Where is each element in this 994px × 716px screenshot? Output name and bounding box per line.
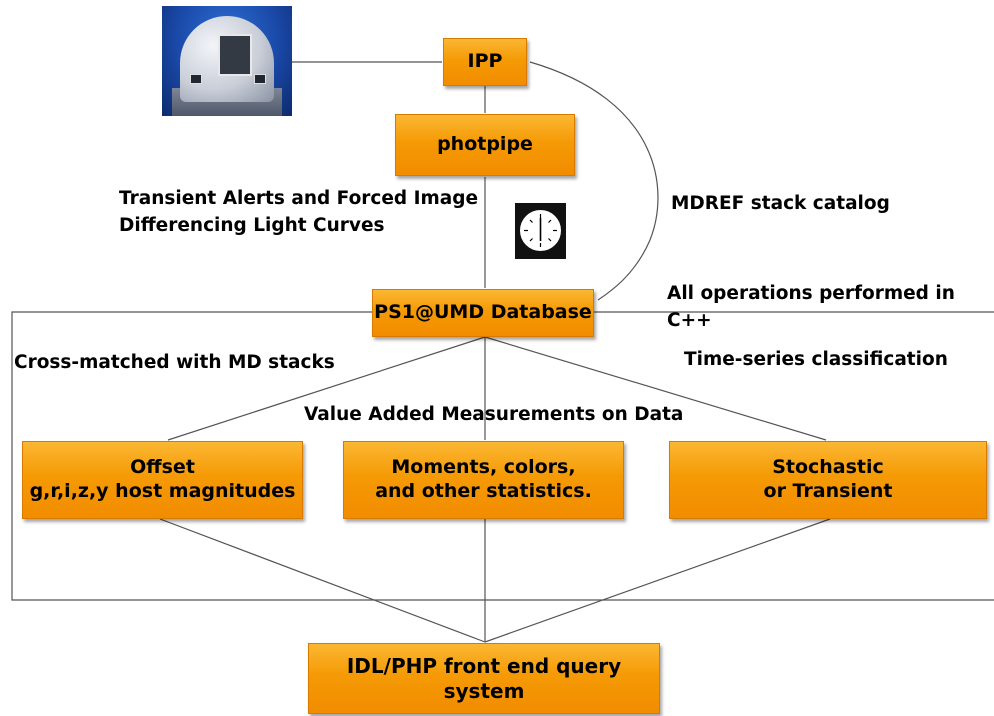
label-transient-alerts: Transient Alerts and Forced Image Differ…	[119, 188, 479, 236]
arrow-db-stochastic	[484, 336, 827, 441]
node-database: PS1@UMD Database	[372, 289, 594, 337]
arrow-ipp-db-curve	[529, 61, 659, 301]
node-query: IDL/PHP front end query system	[308, 643, 660, 714]
node-moments: Moments, colors, and other statistics.	[343, 441, 624, 519]
node-ipp: IPP	[443, 38, 527, 86]
label-mdref: MDREF stack catalog	[671, 193, 890, 214]
node-photpipe: photpipe	[395, 114, 575, 176]
label-cross-matched: Cross-matched with MD stacks	[14, 352, 335, 373]
arrow-db-offset	[167, 336, 486, 441]
label-time-series: Time-series classification	[684, 349, 948, 370]
node-stochastic: Stochastic or Transient	[669, 441, 987, 519]
node-offset: Offset g,r,i,z,y host magnitudes	[22, 441, 303, 519]
label-cpp: All operations performed in C++	[667, 283, 955, 331]
arrow-offset-query	[159, 518, 486, 643]
arrow-stochastic-query	[484, 518, 831, 643]
clock-icon	[515, 203, 566, 259]
label-value-added: Value Added Measurements on Data	[304, 404, 684, 425]
feedback-loop-left	[11, 311, 994, 601]
telescope-dome-image	[162, 6, 292, 116]
